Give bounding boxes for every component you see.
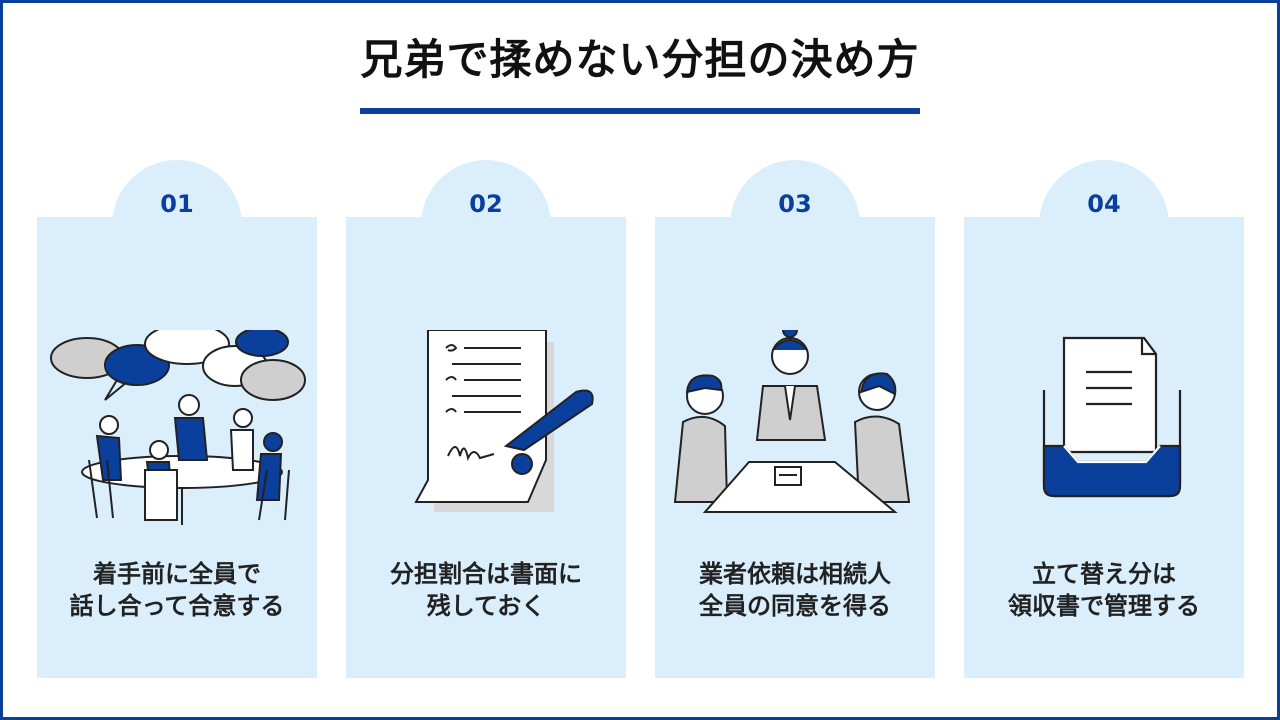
caption-line: 着手前に全員で (93, 560, 261, 588)
step-number: 04 (1087, 190, 1121, 218)
caption-line: 話し合って合意する (69, 592, 285, 620)
document-tray-illustration-icon (1042, 336, 1182, 498)
caption-line: 残しておく (426, 592, 546, 620)
negotiation-table-illustration-icon (673, 330, 911, 513)
caption-line: 領収書で管理する (1008, 592, 1200, 620)
step-number: 03 (778, 190, 812, 218)
step-card-02: 02 分担割合は書面に 残しておく (346, 160, 626, 678)
meeting-illustration-icon (50, 330, 306, 525)
step-caption: 業者依頼は相続人 全員の同意を得る (655, 558, 935, 622)
step-caption: 分担割合は書面に 残しておく (346, 558, 626, 622)
step-card-04: 04 立て替え分は 領収書で管理する (964, 160, 1244, 678)
step-caption: 着手前に全員で 話し合って合意する (37, 558, 317, 622)
caption-line: 業者依頼は相続人 (699, 560, 891, 588)
step-card-03: 03 業者依頼は相続人 全員の同意を得る (655, 160, 935, 678)
page-title: 兄弟で揉めない分担の決め方 (360, 35, 920, 84)
step-caption: 立て替え分は 領収書で管理する (964, 558, 1244, 622)
step-number: 01 (160, 190, 194, 218)
signed-document-illustration-icon (414, 330, 594, 512)
step-card-01: 01 着手前に全員で 話し合って合意す (37, 160, 317, 678)
title-underline (360, 108, 920, 114)
caption-line: 立て替え分は (1032, 560, 1176, 588)
caption-line: 全員の同意を得る (699, 592, 891, 620)
step-number: 02 (469, 190, 503, 218)
caption-line: 分担割合は書面に (390, 560, 582, 588)
